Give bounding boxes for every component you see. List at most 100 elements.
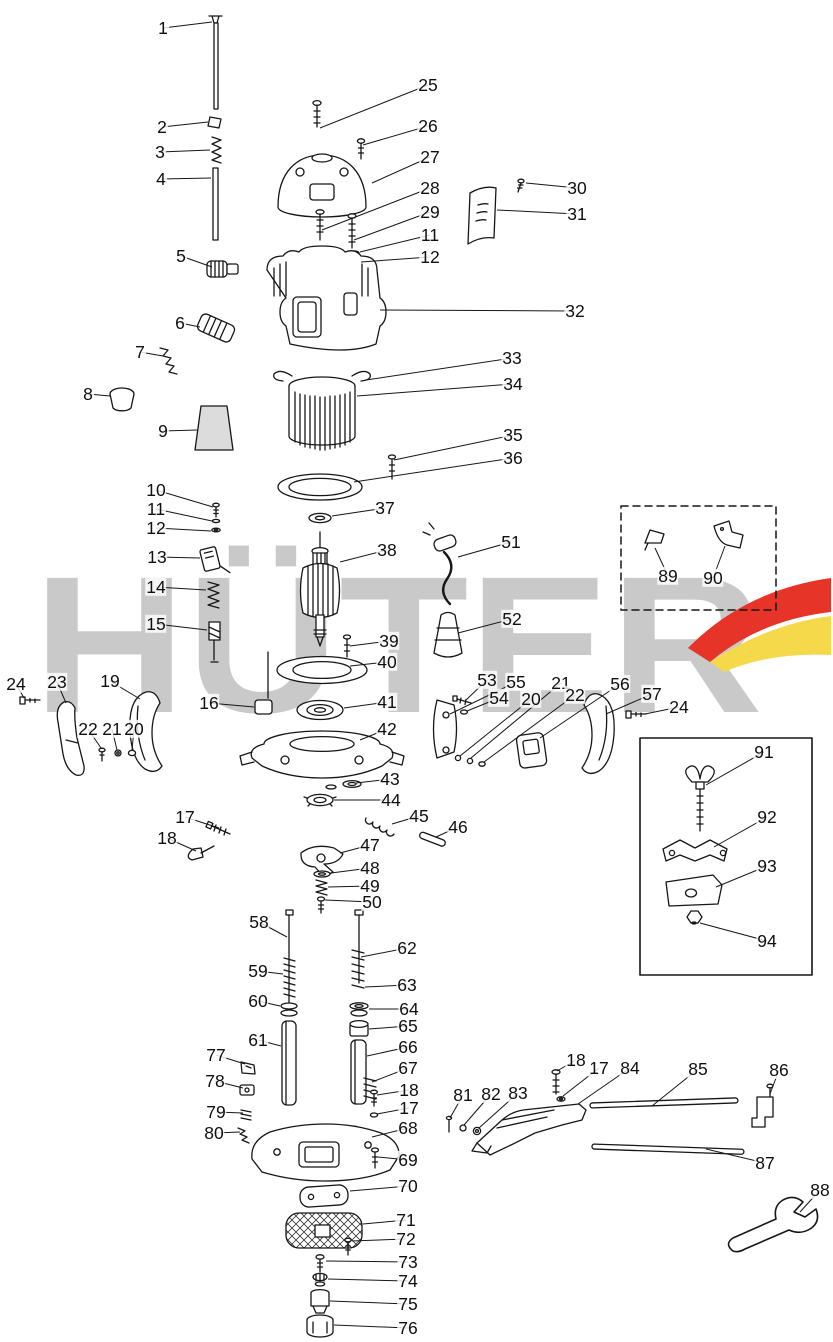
- part-10-screw: [212, 502, 220, 518]
- part-37-washer: [308, 512, 332, 524]
- part-18-wing-screw-mid: [187, 845, 215, 861]
- part-16-stop-knob: [254, 651, 273, 715]
- part-20-washer-right: [454, 754, 462, 762]
- part-59-spring: [283, 957, 296, 998]
- part-30-screw: [516, 178, 525, 193]
- part-36-ring: [277, 473, 363, 501]
- part-67-spring: [363, 1077, 377, 1100]
- part-87-guide-rod-lower: [591, 1143, 745, 1155]
- watermark-yellow-swoosh: [710, 616, 831, 672]
- part-93-bracket: [665, 874, 723, 907]
- part-3-spring: [211, 136, 222, 164]
- part-13-brush-holder: [199, 546, 231, 574]
- part-92-bracket: [662, 839, 728, 862]
- part-18-screw-base: [369, 1089, 379, 1107]
- part-69-screw: [370, 1147, 380, 1169]
- part-8-cap: [109, 387, 135, 412]
- part-85-guide-rod-upper: [589, 1097, 739, 1109]
- part-19-handle: [129, 691, 163, 773]
- part-2-clip: [207, 116, 222, 129]
- part-31-nameplate: [467, 186, 497, 245]
- part-9-rubber-boot: [194, 405, 234, 451]
- part-35-screw: [387, 454, 397, 480]
- part-64-washers: [349, 1002, 369, 1017]
- part-75-spindle: [310, 1288, 330, 1314]
- part-62-rod: [354, 909, 364, 984]
- part-68-base: [251, 1123, 400, 1182]
- part-7-spring: [159, 347, 178, 375]
- part-84-guide-fence: [471, 1103, 587, 1156]
- part-32-motor-housing: [266, 245, 387, 351]
- part-46-pin: [419, 831, 446, 847]
- part-29-screw: [347, 213, 357, 249]
- part-79-spring: [240, 1109, 252, 1121]
- part-17-screw-mid: [205, 820, 231, 836]
- part-66-column: [350, 1039, 367, 1105]
- part-39-screw: [342, 634, 352, 658]
- part-81-pin: [445, 1115, 453, 1133]
- part-71-mesh-plate: [285, 1212, 363, 1249]
- part-83-washer: [472, 1126, 482, 1136]
- part-43-washer: [325, 779, 362, 790]
- part-42-bearing-housing: [239, 730, 405, 779]
- part-48-washer: [313, 870, 331, 878]
- part-70-plate: [299, 1184, 349, 1208]
- part-52-cord-guard: [433, 611, 463, 658]
- part-40-ring: [276, 655, 368, 685]
- part-6-coupling: [196, 313, 236, 343]
- part-65-bushing: [349, 1019, 369, 1037]
- part-53-screw-small: [452, 695, 472, 706]
- part-22-washer-right: [478, 761, 486, 767]
- part-24-screw-right: [625, 710, 647, 719]
- part-78-bracket: [239, 1084, 255, 1096]
- part-47-lever: [300, 845, 344, 878]
- part-45-spring: [364, 817, 395, 837]
- part-94-nut: [686, 910, 703, 925]
- part-38-armature: [299, 531, 341, 647]
- watermark-red-swoosh: [688, 578, 831, 662]
- part-1-rod-tip: [208, 15, 223, 110]
- part-25-screw: [312, 99, 322, 128]
- part-76-collet-nut: [306, 1314, 334, 1338]
- part-73-screw: [315, 1254, 325, 1273]
- part-21-washer-left: [114, 749, 122, 757]
- part-90-brush-holder: [713, 520, 744, 549]
- accessory-box-solid: [639, 737, 813, 976]
- part-20-washer-left: [127, 749, 137, 757]
- part-89-brush-clip: [644, 529, 665, 551]
- part-82-washer: [459, 1124, 467, 1132]
- part-51-power-cord: [422, 522, 457, 606]
- part-50-screw: [316, 896, 326, 914]
- part-26-screw: [356, 138, 366, 160]
- part-12-washer-b: [211, 527, 221, 533]
- part-17-washer-fence: [556, 1096, 566, 1102]
- part-74-collet: [312, 1272, 328, 1287]
- part-63-spring: [351, 949, 365, 989]
- part-72-screw: [344, 1237, 352, 1256]
- part-60-washers: [280, 1002, 298, 1017]
- part-5-knob: [206, 260, 239, 278]
- part-88-wrench: [727, 1196, 819, 1253]
- part-77-clamp: [240, 1061, 256, 1075]
- part-41-bearing: [296, 699, 344, 721]
- part-23-lever: [56, 700, 85, 776]
- part-61-column: [281, 1020, 297, 1106]
- part-28-screw: [315, 209, 325, 241]
- part-49-spring: [315, 879, 328, 896]
- part-17-washer-base: [369, 1112, 379, 1118]
- part-80-spring: [237, 1127, 250, 1144]
- part-18-screw-fence: [551, 1069, 561, 1095]
- part-55-switch-plate: [432, 699, 458, 759]
- part-56-switch: [515, 732, 548, 769]
- part-27-top-cover: [277, 153, 367, 218]
- part-4-rod: [212, 167, 219, 241]
- part-86-bracket: [751, 1083, 774, 1128]
- part-14-spring: [207, 581, 220, 609]
- part-11-washer-b: [211, 518, 221, 524]
- accessory-box-dashed: [620, 505, 777, 611]
- part-34-stator: [288, 376, 356, 451]
- part-44-gear: [303, 793, 337, 807]
- part-21-washer-right: [466, 757, 474, 765]
